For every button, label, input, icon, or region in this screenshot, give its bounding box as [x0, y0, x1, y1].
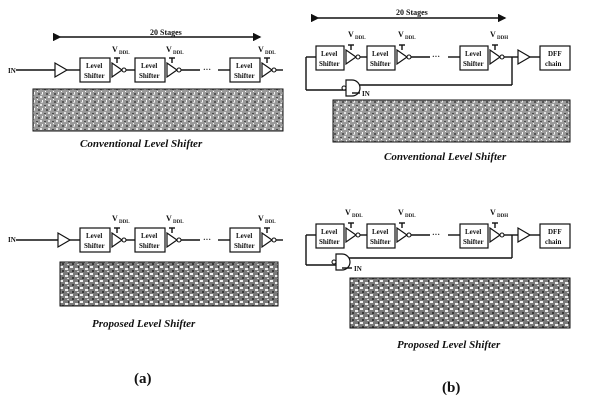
svg-text:DFF: DFF: [548, 228, 562, 236]
inverter-icon: [262, 233, 272, 247]
inverter-icon: [397, 50, 407, 64]
svg-text:Shifter: Shifter: [139, 242, 160, 250]
svg-text:Level: Level: [372, 50, 388, 58]
svg-text:Shifter: Shifter: [139, 72, 160, 80]
svg-text:Shifter: Shifter: [370, 238, 391, 246]
svg-text:Level: Level: [141, 232, 157, 240]
svg-text:Level: Level: [236, 62, 252, 70]
svg-text:Shifter: Shifter: [84, 72, 105, 80]
svg-text:DFF: DFF: [548, 50, 562, 58]
svg-text:chain: chain: [545, 238, 561, 246]
inverter-icon: [167, 233, 177, 247]
svg-text:Level: Level: [141, 62, 157, 70]
svg-text:Shifter: Shifter: [319, 60, 340, 68]
proposed-layout-image-b: [350, 278, 570, 328]
svg-text:Shifter: Shifter: [463, 238, 484, 246]
svg-text:DDL: DDL: [352, 214, 363, 219]
svg-text:Level: Level: [465, 228, 481, 236]
buffer-icon: [58, 233, 70, 247]
inverter-icon: [167, 63, 177, 77]
svg-text:Shifter: Shifter: [234, 72, 255, 80]
svg-text:DDL: DDL: [119, 51, 130, 56]
stages-label: 20 Stages: [150, 28, 182, 37]
svg-text:V: V: [166, 45, 172, 54]
buffer-icon: [55, 63, 67, 77]
svg-text:DDL: DDL: [405, 214, 416, 219]
svg-text:V: V: [258, 214, 264, 223]
svg-text:Level: Level: [236, 232, 252, 240]
svg-text:Level: Level: [321, 228, 337, 236]
svg-text:DDL: DDL: [265, 220, 276, 225]
inverter-icon: [397, 228, 407, 242]
svg-text:DDH: DDH: [497, 36, 508, 41]
inverter-icon: [346, 50, 356, 64]
svg-text:DDH: DDH: [497, 214, 508, 219]
svg-text:Shifter: Shifter: [370, 60, 391, 68]
svg-text:Shifter: Shifter: [463, 60, 484, 68]
svg-text:···: ···: [432, 230, 440, 239]
panel-label-a: (a): [134, 371, 152, 387]
conventional-chain-b: Level Shifter V DDL Level Shifter V DDL …: [306, 30, 570, 98]
proposed-caption-b: Proposed Level Shifter: [397, 339, 501, 351]
conventional-layout-image-b: [333, 100, 570, 142]
svg-text:DDL: DDL: [119, 220, 130, 225]
inverter-icon: [490, 50, 500, 64]
svg-text:DDL: DDL: [355, 36, 366, 41]
inverter-icon: [490, 228, 500, 242]
svg-text:DDL: DDL: [265, 51, 276, 56]
svg-text:Level: Level: [86, 232, 102, 240]
inverter-icon: [112, 63, 122, 77]
conventional-caption-a: Conventional Level Shifter: [80, 138, 203, 150]
svg-text:Shifter: Shifter: [234, 242, 255, 250]
svg-text:chain: chain: [545, 60, 561, 68]
svg-text:···: ···: [203, 235, 211, 244]
svg-text:V: V: [112, 45, 118, 54]
inverter-icon: [112, 233, 122, 247]
proposed-chain-a: IN Level Shifter V DDL Level Shifter V D…: [8, 214, 283, 252]
svg-text:DDL: DDL: [405, 36, 416, 41]
buffer-icon: [518, 50, 530, 64]
panel-a: 20 Stages IN Level Shifter V DDL Level S…: [8, 28, 283, 387]
inverter-icon: [262, 63, 272, 77]
svg-text:IN: IN: [362, 90, 370, 98]
proposed-layout-image-a: [60, 262, 278, 306]
svg-text:V: V: [258, 45, 264, 54]
svg-text:DDL: DDL: [173, 51, 184, 56]
svg-text:V: V: [166, 214, 172, 223]
panel-b: 20 Stages Level Shifter V DDL Level Shif…: [306, 8, 570, 396]
conventional-layout-image-a: [33, 89, 283, 131]
svg-text:Shifter: Shifter: [319, 238, 340, 246]
stages-label: 20 Stages: [396, 8, 428, 17]
svg-text:Level: Level: [321, 50, 337, 58]
svg-text:V: V: [398, 208, 404, 217]
panel-label-b: (b): [442, 380, 460, 396]
svg-text:V: V: [345, 208, 351, 217]
inverter-icon: [346, 228, 356, 242]
proposed-caption-a: Proposed Level Shifter: [92, 318, 196, 330]
svg-text:IN: IN: [8, 236, 16, 244]
svg-text:IN: IN: [354, 265, 362, 273]
svg-text:V: V: [348, 30, 354, 39]
svg-text:Level: Level: [372, 228, 388, 236]
svg-text:Shifter: Shifter: [84, 242, 105, 250]
svg-text:V: V: [112, 214, 118, 223]
svg-text:···: ···: [432, 52, 440, 61]
proposed-chain-b: Level Shifter V DDL Level Shifter V DDL …: [306, 208, 570, 273]
svg-text:Level: Level: [465, 50, 481, 58]
conventional-chain-a: IN Level Shifter V DDL Level Shifter V D…: [8, 45, 283, 82]
ellipsis: ···: [203, 65, 211, 74]
svg-text:V: V: [490, 30, 496, 39]
svg-text:V: V: [490, 208, 496, 217]
buffer-icon: [518, 228, 530, 242]
conventional-caption-b: Conventional Level Shifter: [384, 151, 507, 163]
svg-text:DDL: DDL: [173, 220, 184, 225]
svg-text:V: V: [398, 30, 404, 39]
svg-text:Level: Level: [86, 62, 102, 70]
in-label: IN: [8, 67, 16, 75]
